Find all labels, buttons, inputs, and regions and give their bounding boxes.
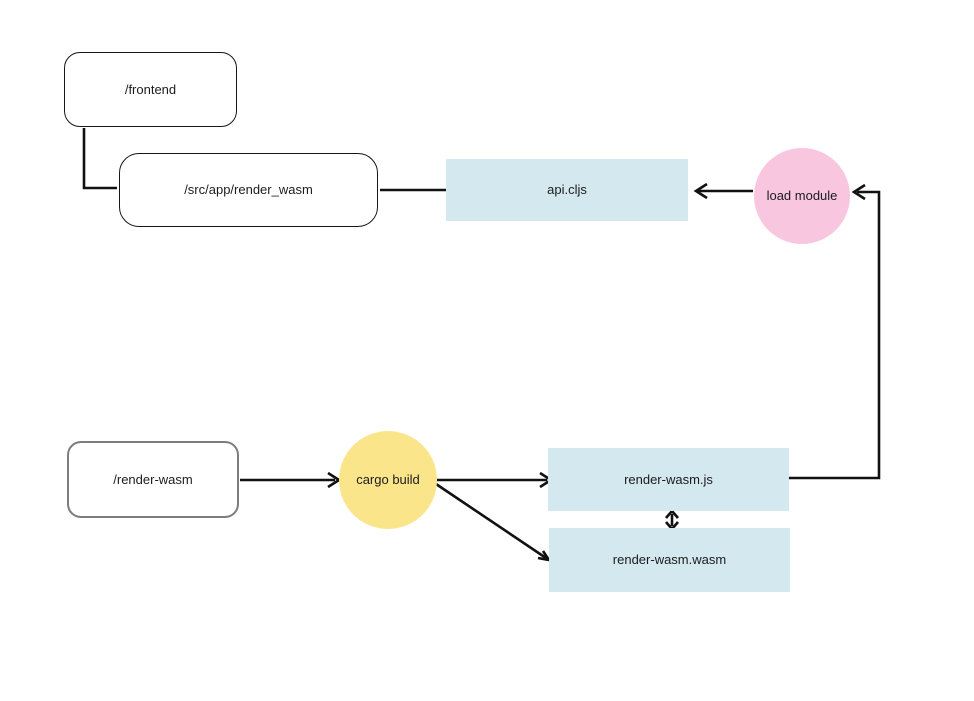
- node-render-wasm-wasm: render-wasm.wasm: [549, 528, 790, 592]
- node-frontend: /frontend: [64, 52, 237, 127]
- node-src-app-render-wasm-label: /src/app/render_wasm: [184, 182, 313, 198]
- node-api-cljs-label: api.cljs: [547, 182, 587, 198]
- node-render-wasm-js: render-wasm.js: [548, 448, 789, 511]
- node-cargo-build: cargo build: [339, 431, 437, 529]
- node-src-app-render-wasm: /src/app/render_wasm: [119, 153, 378, 227]
- node-render-wasm-dir: /render-wasm: [67, 441, 239, 518]
- edge-frontend-to-src: [82, 128, 117, 190]
- arrowhead-api: [693, 182, 708, 200]
- node-cargo-build-label: cargo build: [356, 472, 420, 488]
- arrowhead-js-up: [665, 509, 679, 519]
- node-render-wasm-js-label: render-wasm.js: [624, 471, 713, 487]
- node-frontend-label: /frontend: [124, 81, 177, 97]
- arrowhead-wasm: [537, 550, 552, 562]
- node-load-module-label: load module: [766, 188, 838, 204]
- node-render-wasm-wasm-label: render-wasm.wasm: [612, 552, 727, 568]
- arrowhead-cargo: [327, 471, 342, 489]
- edge-cargo-to-wasm: [435, 482, 547, 560]
- arrowhead-loadmodule: [851, 183, 866, 201]
- node-render-wasm-dir-label: /render-wasm: [113, 471, 193, 487]
- node-load-module: load module: [754, 148, 850, 244]
- node-api-cljs: api.cljs: [446, 159, 688, 221]
